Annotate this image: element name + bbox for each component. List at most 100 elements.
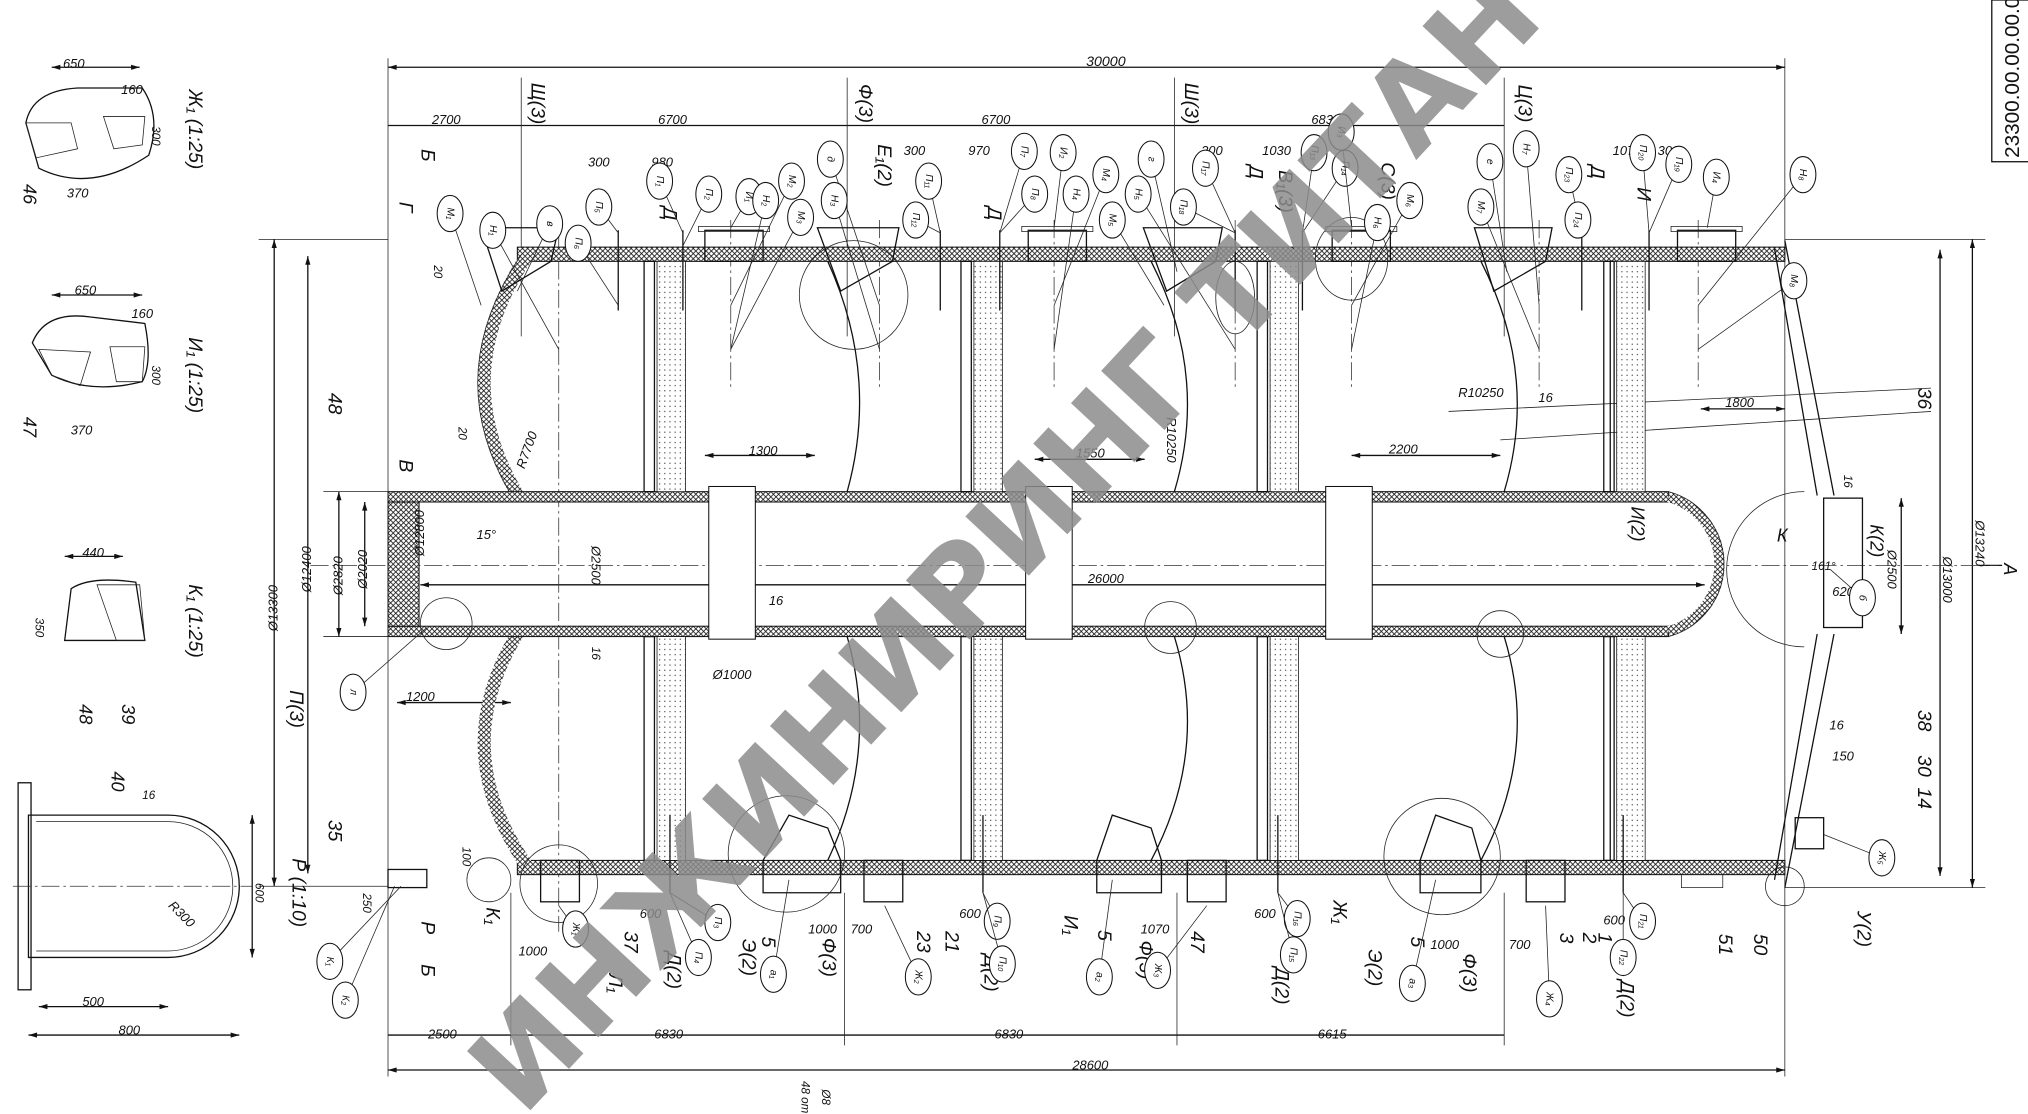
bubble-outline (1010, 132, 1038, 171)
bubble-label: б (1857, 595, 1869, 602)
bubble-outline (479, 211, 507, 249)
bubble-label: М₃ (795, 211, 806, 224)
item-number: 30 (1913, 755, 1935, 777)
bubble-label: л (347, 688, 358, 695)
position-bubble: И₄ (1702, 158, 1730, 228)
position-bubble: И₂ (1049, 134, 1077, 228)
bubble-outline (1702, 158, 1730, 196)
dim-overall-length: 30000 (1086, 54, 1126, 70)
footnote: Ø8 (819, 1088, 832, 1105)
position-bubble: б (1829, 569, 1876, 617)
bubble-label: Н₈ (1797, 169, 1808, 181)
dim-radius: R10250 (1164, 417, 1179, 463)
position-bubble: Н₃ (820, 181, 880, 350)
bubble-outline (1512, 130, 1540, 168)
bubble-outline (983, 902, 1011, 940)
bubble-outline (1564, 201, 1592, 239)
bubble-label: М₁ (444, 208, 455, 220)
dim-local: 600 (1254, 906, 1276, 921)
detail-title: Ж₁ (1:25) (184, 88, 206, 169)
bubble-outline (1300, 134, 1328, 172)
bubble-outline (1398, 964, 1426, 1002)
dim-inner: 20 (431, 264, 444, 278)
bubble-outline (1062, 175, 1090, 213)
position-bubble: И₃ (1327, 113, 1355, 228)
dim-inner: 250 (360, 892, 373, 913)
dim-local: 1070 (1141, 922, 1171, 937)
bubble-outline (1396, 181, 1424, 220)
bubble-label: Н₃ (828, 195, 839, 207)
leader-line (492, 230, 560, 350)
bubble-outline (646, 162, 674, 200)
section-mark: И(2) (1627, 506, 1647, 541)
leader-line (1351, 222, 1378, 350)
title-block: 23300.00.00.00.000ВО (1991, 0, 2028, 163)
bubble-outline (1169, 188, 1197, 226)
position-bubble: П₁₆ (1277, 892, 1311, 938)
detail-dim: 800 (119, 1023, 141, 1038)
position-bubble: П₃ (669, 892, 732, 942)
bubble-outline (820, 181, 848, 220)
bubble-label: П₁ (654, 176, 665, 187)
position-bubble: Н₁ (479, 211, 560, 350)
bubble-label: Н₅ (1132, 188, 1143, 200)
dim-local: 600 (959, 906, 981, 921)
bubble-outline (1363, 203, 1391, 242)
dim-inner: 16 (1841, 475, 1854, 488)
position-bubble: П₁₁ (915, 162, 943, 233)
bubble-label: П₇ (1019, 146, 1030, 157)
bubble-outline (1092, 156, 1120, 194)
bubble-outline (695, 175, 723, 213)
detail-dim: 160 (131, 306, 153, 321)
bubble-outline (1789, 156, 1817, 194)
bubble-label: П₂₃ (1563, 167, 1574, 183)
section-mark: Ж₁ (1329, 899, 1351, 924)
position-bubble: Н₂ (730, 181, 780, 350)
dim-inner: 2200 (1388, 442, 1419, 457)
position-bubble: а₂ (1085, 879, 1113, 996)
detail-title: И₁ (1:25) (184, 337, 206, 413)
detail-dim: 370 (67, 185, 89, 200)
position-bubble: д (816, 140, 880, 306)
section-mark: Д (1586, 163, 1608, 179)
section-mark: Д(2) (1270, 965, 1292, 1004)
section-mark: У(2) (1852, 910, 1874, 947)
bubble-label: Ж₂ (913, 969, 924, 983)
item-number: 3 (1555, 933, 1577, 944)
bubble-outline (759, 955, 787, 993)
bubble-label: М₂ (786, 175, 797, 188)
bubble-label: П₁₃ (1308, 145, 1319, 160)
bubble-outline (1137, 140, 1165, 178)
leader-line (1525, 148, 1540, 306)
bubble-outline (1629, 134, 1657, 172)
detail-dim: 300 (149, 366, 162, 386)
bubble-label: П₆ (572, 237, 583, 249)
dim-inner: 100 (460, 847, 473, 867)
bubble-label: П₁₉ (1673, 157, 1684, 172)
position-bubble: П₁₇ (1191, 149, 1236, 234)
bubble-outline (778, 162, 805, 200)
section-mark: С(3) (1376, 162, 1398, 200)
detail-dim: 600 (253, 883, 266, 903)
bubble-label: И₃ (1335, 126, 1346, 137)
position-bubble: П₅ (585, 188, 619, 234)
position-bubble: П₁ (646, 162, 684, 234)
dim-diameter: Ø2020 (355, 549, 370, 590)
bubble-label: в (544, 221, 555, 227)
dim-angle: 15° (477, 527, 497, 542)
position-bubble: П₁₃ (1300, 134, 1328, 233)
detail-item: 39 (118, 704, 138, 724)
position-bubble: П₂₂ (1609, 892, 1637, 977)
bubble-label: К₂ (340, 995, 351, 1005)
detail-dim: R300 (166, 898, 199, 931)
section-mark: Ф(3) (854, 84, 876, 123)
dim-bottom: 6615 (1318, 1026, 1348, 1041)
section-mark: А (2000, 562, 2020, 575)
leader-line (1480, 206, 1540, 350)
bubble-label: М₇ (1475, 201, 1486, 214)
bubble-label: П₁₀ (997, 956, 1008, 972)
bubble-label: а₃ (1407, 978, 1418, 988)
bubble-outline (1191, 149, 1219, 187)
leader-line (1053, 174, 1107, 306)
